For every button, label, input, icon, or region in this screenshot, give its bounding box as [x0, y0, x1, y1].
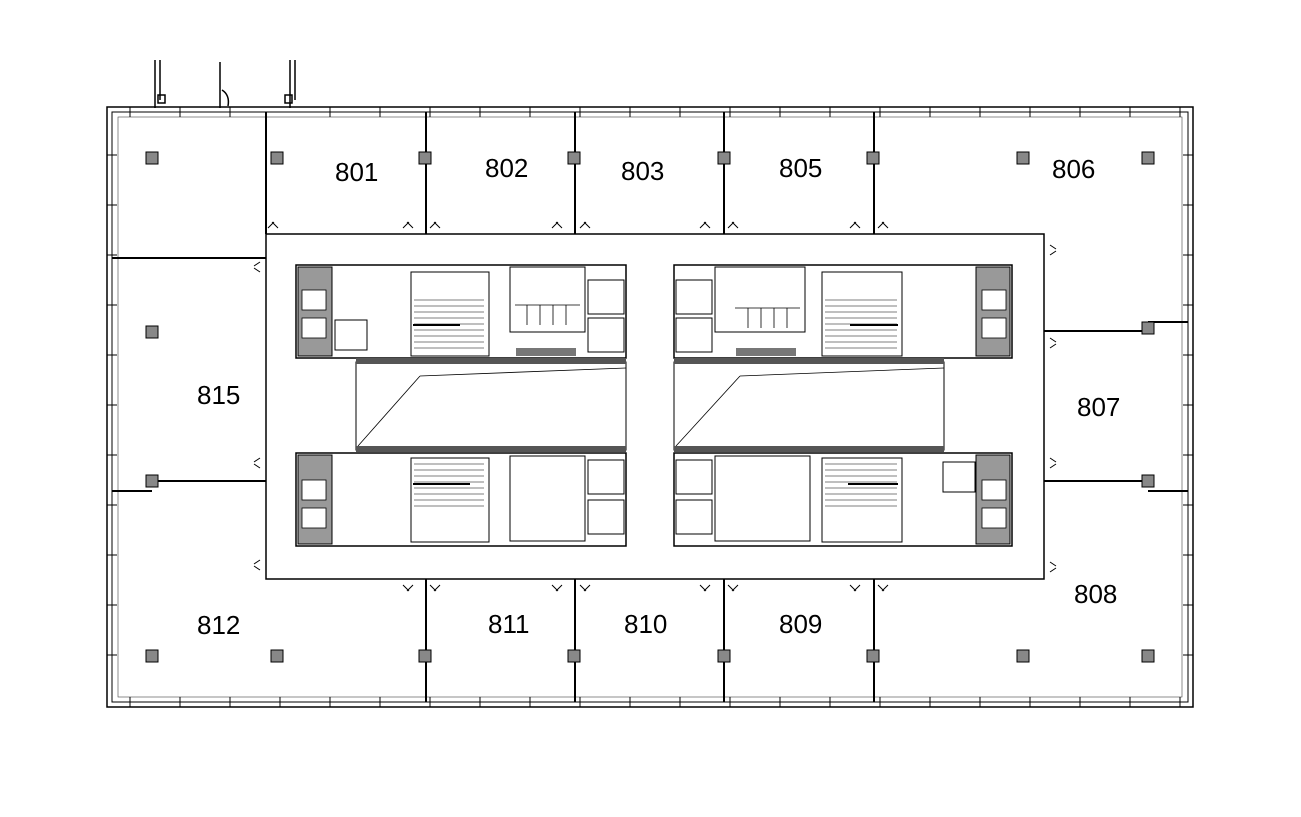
room-label-811: 811 [488, 609, 529, 639]
core-left [295, 264, 976, 547]
room-label-810: 810 [624, 609, 667, 639]
room-label-802: 802 [485, 153, 528, 183]
room-label-808: 808 [1074, 579, 1117, 609]
room-label-801: 801 [335, 157, 378, 187]
core-right [673, 264, 1013, 547]
entrance-corridor [154, 60, 296, 108]
core-corridor [265, 233, 1045, 580]
room-label-803: 803 [621, 156, 664, 186]
room-label-815: 815 [197, 380, 240, 410]
doors [253, 221, 1057, 592]
columns [145, 151, 1155, 663]
partition-walls [112, 112, 1188, 702]
outer-wall [106, 106, 1194, 708]
room-label-809: 809 [779, 609, 822, 639]
room-label-806: 806 [1052, 154, 1095, 184]
room-label-812: 812 [197, 610, 240, 640]
room-label-805: 805 [779, 153, 822, 183]
room-labels: 801 802 803 805 806 807 808 809 810 811 … [197, 153, 1120, 640]
room-label-807: 807 [1077, 392, 1120, 422]
